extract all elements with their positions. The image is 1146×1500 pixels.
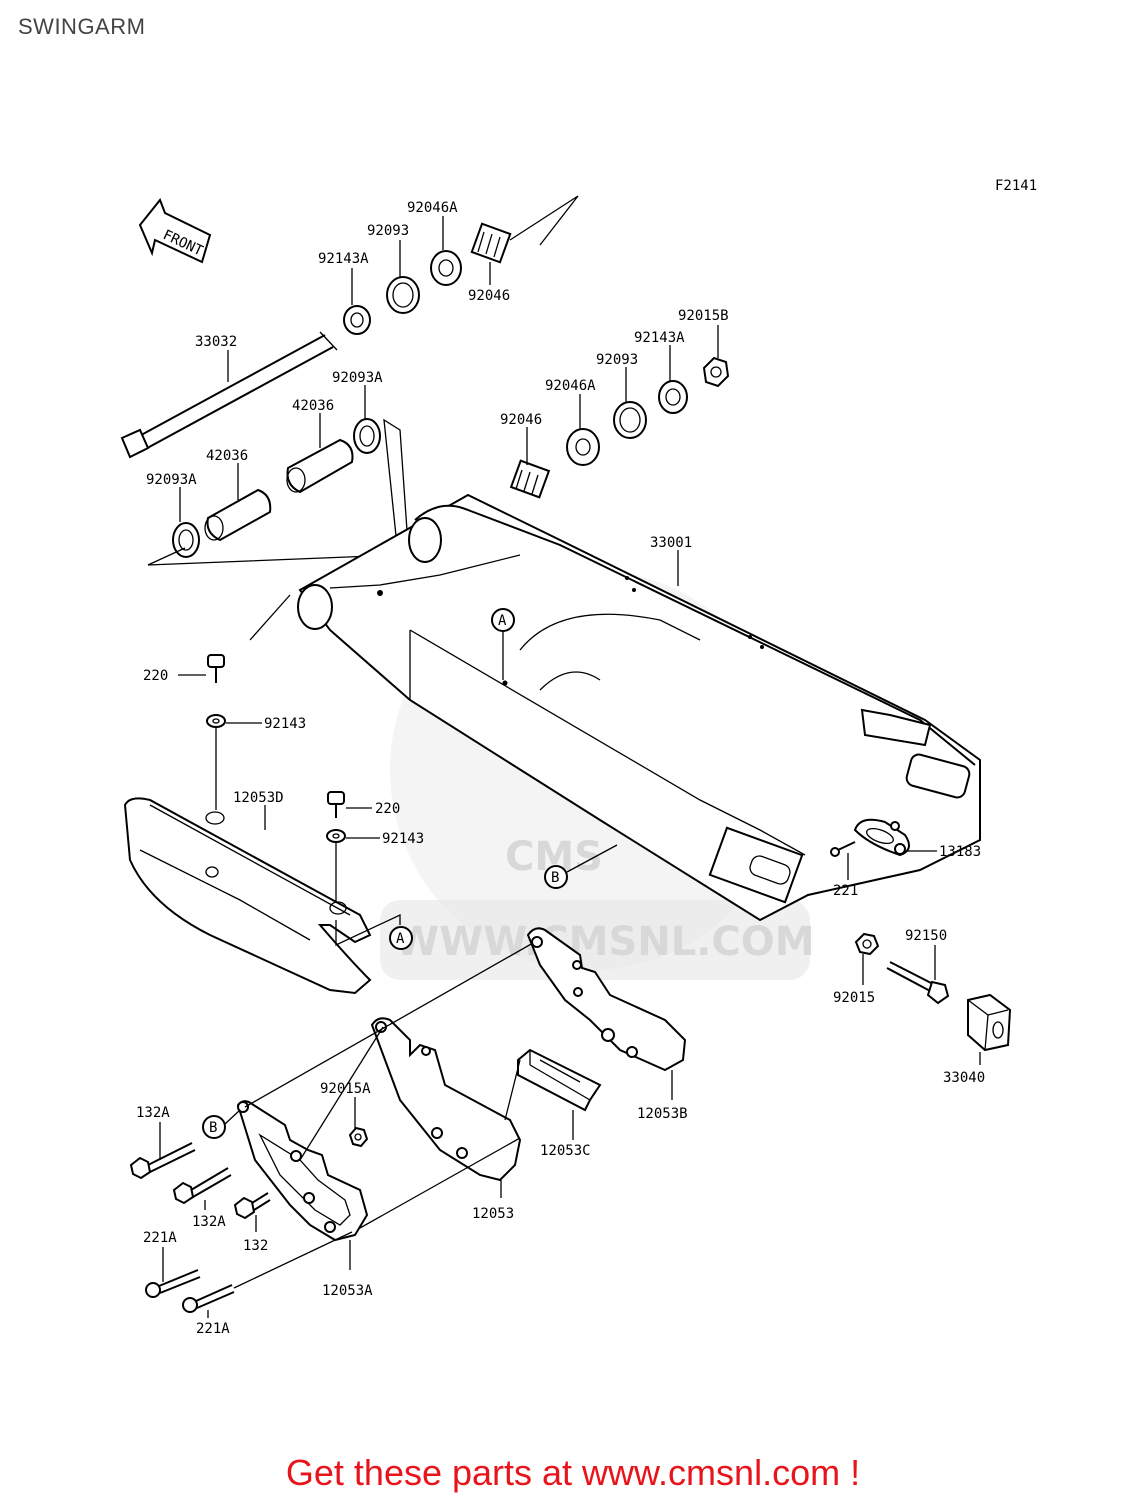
chain-guide-12053 bbox=[370, 1017, 522, 1182]
nut-92015A bbox=[348, 1126, 369, 1148]
block-33040 bbox=[967, 993, 1012, 1052]
callout-92046-top: 92046 bbox=[468, 288, 510, 304]
callout-92093A-left: 92093A bbox=[146, 472, 197, 488]
callout-92046A-right: 92046A bbox=[545, 378, 596, 394]
screw-221A-lower bbox=[182, 1284, 235, 1313]
bolt-132A-upper bbox=[129, 1142, 196, 1180]
callout-42036-b: 42036 bbox=[206, 448, 248, 464]
ref-B-2: B bbox=[209, 1120, 217, 1136]
callout-33032: 33032 bbox=[195, 334, 237, 350]
chain-adjuster-13183 bbox=[830, 818, 910, 857]
callout-92143-b: 92143 bbox=[382, 831, 424, 847]
nut-92015 bbox=[854, 932, 880, 956]
callout-221A-b: 221A bbox=[196, 1321, 230, 1337]
right-bearing-stack bbox=[509, 356, 730, 499]
callout-92093-right: 92093 bbox=[596, 352, 638, 368]
chain-guide-plate-12053A bbox=[236, 1100, 369, 1242]
callout-221A-a: 221A bbox=[143, 1230, 177, 1246]
front-arrow-icon: FRONT bbox=[138, 198, 212, 264]
bolt-92150 bbox=[886, 961, 950, 1005]
callout-221: 221 bbox=[833, 883, 858, 899]
callout-92046-right: 92046 bbox=[500, 412, 542, 428]
callout-132A-a: 132A bbox=[136, 1105, 170, 1121]
ref-A-1: A bbox=[498, 613, 507, 629]
bolt-220-left bbox=[206, 654, 226, 810]
swingarm-body bbox=[297, 493, 981, 922]
callout-220-b: 220 bbox=[375, 801, 400, 817]
callout-92015: 92015 bbox=[833, 990, 875, 1006]
bolt-132A-lower bbox=[172, 1167, 232, 1205]
chain-guide-block-12053C bbox=[517, 1048, 602, 1112]
callout-13183: 13183 bbox=[939, 844, 981, 860]
bolt-220-right bbox=[326, 791, 346, 905]
watermark-url: WWW.CMSNL.COM bbox=[395, 919, 815, 965]
collar-bushings bbox=[172, 418, 381, 558]
callout-12053D: 12053D bbox=[233, 790, 284, 806]
callout-92143-a: 92143 bbox=[264, 716, 306, 732]
callout-12053: 12053 bbox=[472, 1206, 514, 1222]
chain-guide-12053B bbox=[526, 927, 687, 1072]
ref-A-2: A bbox=[396, 931, 405, 947]
callout-92143A-top: 92143A bbox=[318, 251, 369, 267]
page-title: SWINGARM bbox=[18, 14, 146, 39]
callout-12053B: 12053B bbox=[637, 1106, 688, 1122]
callout-92150: 92150 bbox=[905, 928, 947, 944]
callout-12053A: 12053A bbox=[322, 1283, 373, 1299]
callout-92015B: 92015B bbox=[678, 308, 729, 324]
pivot-shaft bbox=[120, 331, 338, 459]
chain-slider-12053D bbox=[123, 797, 372, 995]
ref-B-1: B bbox=[551, 870, 559, 886]
callout-12053C: 12053C bbox=[540, 1143, 591, 1159]
callout-33040: 33040 bbox=[943, 1070, 985, 1086]
callout-132A-b: 132A bbox=[192, 1214, 226, 1230]
footer-shop-link[interactable]: Get these parts at www.cmsnl.com ! bbox=[285, 1452, 861, 1493]
callout-92093A-mid: 92093A bbox=[332, 370, 383, 386]
callout-33001: 33001 bbox=[650, 535, 692, 551]
callout-132: 132 bbox=[243, 1238, 268, 1254]
bolt-132 bbox=[233, 1192, 271, 1220]
callout-92046A-top: 92046A bbox=[407, 200, 458, 216]
screw-221A-upper bbox=[145, 1269, 201, 1298]
figure-code: F2141 bbox=[995, 178, 1037, 194]
top-bearing-stack bbox=[343, 222, 512, 335]
callout-92015A: 92015A bbox=[320, 1081, 371, 1097]
callout-92143A-right: 92143A bbox=[634, 330, 685, 346]
callout-42036-a: 42036 bbox=[292, 398, 334, 414]
callout-92093-top: 92093 bbox=[367, 223, 409, 239]
callout-220-a: 220 bbox=[143, 668, 168, 684]
